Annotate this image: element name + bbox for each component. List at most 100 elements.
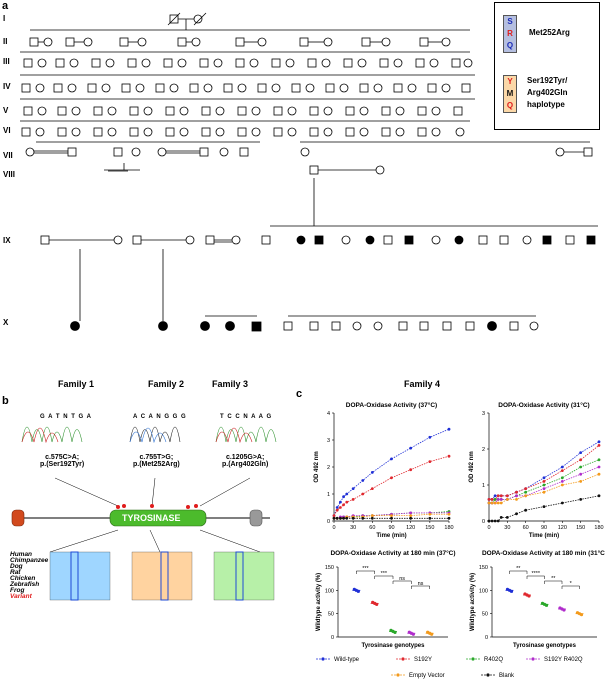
significance-label: ** bbox=[516, 566, 521, 572]
data-point bbox=[499, 501, 503, 505]
family-label: Family 1 bbox=[58, 379, 95, 389]
data-point bbox=[428, 460, 432, 463]
data-point bbox=[499, 494, 503, 498]
data-point bbox=[496, 498, 500, 501]
x-tick-label: 150 bbox=[425, 525, 434, 531]
data-point bbox=[370, 471, 374, 474]
panel-label-a: a bbox=[2, 0, 9, 12]
data-point bbox=[542, 476, 546, 480]
data-point bbox=[447, 516, 451, 520]
data-point bbox=[487, 501, 491, 505]
significance-bracket bbox=[544, 580, 563, 584]
y-axis-label: Wildtype activity (%) bbox=[470, 573, 476, 631]
data-point bbox=[560, 469, 564, 472]
gen-label: III bbox=[3, 57, 10, 66]
x-tick-label: 30 bbox=[504, 525, 510, 531]
data-point bbox=[597, 465, 601, 469]
data-point bbox=[579, 613, 584, 617]
data-point bbox=[515, 494, 518, 498]
legend-letter: M bbox=[506, 89, 514, 98]
data-point bbox=[390, 457, 393, 461]
data-point bbox=[411, 632, 415, 636]
data-point bbox=[515, 490, 518, 494]
significance-bracket bbox=[356, 570, 375, 574]
panel-b-figure bbox=[11, 426, 277, 601]
data-point bbox=[524, 508, 528, 512]
variant-label: c.575C>A; p.(Ser192Tyr) bbox=[40, 454, 85, 468]
data-point bbox=[490, 498, 494, 501]
data-point bbox=[393, 630, 397, 634]
data-point bbox=[335, 506, 339, 509]
significance-label: *** bbox=[381, 571, 388, 577]
data-point bbox=[430, 632, 434, 636]
family-label: Family 3 bbox=[212, 379, 249, 389]
ser-haplotype-label: Ser192Tyr/ Arg402Gln haplotype bbox=[527, 76, 568, 109]
gen-label: VII bbox=[3, 151, 13, 160]
x-tick-label: 180 bbox=[444, 525, 453, 531]
y-tick-label: 2 bbox=[327, 465, 330, 471]
data-point bbox=[361, 492, 365, 496]
data-point bbox=[524, 487, 528, 490]
legend-marker bbox=[396, 673, 400, 677]
data-point bbox=[338, 506, 342, 509]
data-point bbox=[342, 495, 345, 499]
data-point bbox=[579, 498, 583, 501]
y-tick-label: 1 bbox=[482, 483, 485, 489]
y-tick-label: 0 bbox=[482, 519, 485, 525]
x-tick-label: 0 bbox=[487, 525, 490, 531]
data-point bbox=[579, 465, 583, 469]
x-tick-label: 0 bbox=[332, 525, 335, 531]
x-tick-label: 60 bbox=[369, 525, 375, 531]
data-point bbox=[345, 516, 349, 520]
data-point bbox=[542, 480, 546, 483]
legend-label: Wild-type bbox=[334, 657, 360, 663]
data-point bbox=[496, 519, 500, 523]
variant-seq: T C C N A A G bbox=[220, 414, 273, 420]
data-point bbox=[447, 454, 451, 458]
variant-seq: A C A N G G G bbox=[133, 414, 187, 420]
significance-bracket bbox=[526, 575, 545, 579]
y-tick-label: 50 bbox=[328, 612, 334, 618]
series-line bbox=[489, 459, 600, 504]
chart-title: DOPA-Oxidase Activity (37°C) bbox=[346, 401, 437, 409]
data-point bbox=[335, 508, 339, 512]
species-label: Rat bbox=[10, 569, 21, 576]
legend-letter: R bbox=[507, 29, 513, 38]
data-point bbox=[356, 589, 360, 593]
y-tick-label: 3 bbox=[327, 438, 330, 444]
panel-label-c: c bbox=[296, 388, 303, 400]
data-point bbox=[505, 516, 509, 519]
data-point bbox=[332, 516, 336, 520]
data-point bbox=[560, 465, 564, 469]
data-point bbox=[351, 487, 355, 490]
legend-letter: Q bbox=[506, 41, 514, 50]
y-tick-label: 3 bbox=[482, 411, 485, 417]
data-point bbox=[562, 608, 566, 612]
y-tick-label: 100 bbox=[479, 588, 488, 594]
met-haplotype-label: Met252Arg bbox=[529, 28, 570, 37]
data-point bbox=[493, 498, 497, 501]
data-point bbox=[597, 444, 601, 447]
data-point bbox=[544, 603, 549, 607]
x-tick-label: 120 bbox=[558, 525, 567, 531]
met-haplotype-swatch: S R Q bbox=[503, 15, 517, 53]
family-label: Family 2 bbox=[148, 379, 185, 389]
data-point bbox=[542, 505, 546, 508]
x-tick-label: 90 bbox=[541, 525, 547, 531]
species-label: Frog bbox=[10, 587, 25, 594]
data-point bbox=[490, 501, 494, 505]
data-point bbox=[390, 476, 393, 480]
y-tick-label: 50 bbox=[482, 612, 488, 618]
data-point bbox=[527, 594, 531, 598]
significance-label: ** bbox=[551, 576, 556, 582]
genotype-legend: S R Q Met252Arg Y M Q Ser192Tyr/ Arg402G… bbox=[494, 2, 600, 130]
data-point bbox=[351, 516, 355, 520]
data-point bbox=[579, 472, 583, 476]
data-point bbox=[345, 500, 349, 504]
data-point bbox=[345, 492, 349, 496]
y-axis-label: Wildtype activity (%) bbox=[316, 573, 322, 631]
x-tick-label: 180 bbox=[594, 525, 603, 531]
chart-title: DOPA-Oxidase Activity at 180 min (37°C) bbox=[330, 549, 455, 557]
data-point bbox=[499, 498, 503, 501]
